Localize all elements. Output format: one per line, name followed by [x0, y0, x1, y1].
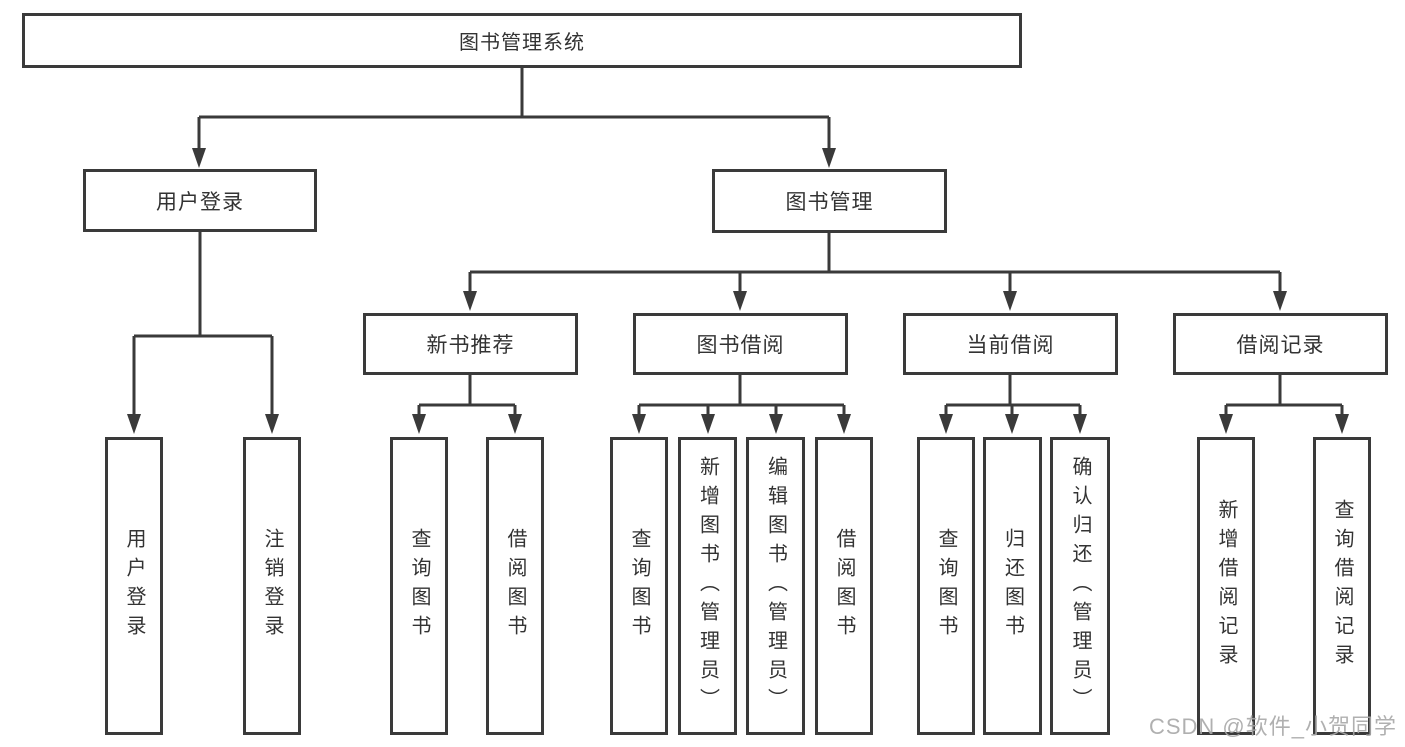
node-book-management-label: 图书管理 [785, 191, 874, 214]
leaf-query-borrow-record-label: 查询借阅记录 [1331, 499, 1353, 673]
arrow-icon [1219, 414, 1233, 434]
arrow-icon [1005, 414, 1019, 434]
arrow-icon [127, 414, 141, 434]
leaf-newbook-query-books: 查询图书 [390, 437, 448, 735]
leaf-user-login: 用户登录 [105, 437, 163, 735]
leaf-newbook-borrow-books: 借阅图书 [486, 437, 544, 735]
node-new-book-recommend: 新书推荐 [363, 313, 578, 375]
arrow-icon [463, 291, 477, 311]
arrow-icon [1273, 291, 1287, 311]
node-root: 图书管理系统 [22, 13, 1022, 68]
leaf-user-login-label: 用户登录 [123, 528, 145, 644]
connector-bookborrow-children [637, 375, 846, 416]
leaf-add-borrow-record: 新增借阅记录 [1197, 437, 1255, 735]
connector-root-to-level2 [197, 68, 831, 150]
arrow-icon [1335, 414, 1349, 434]
arrow-icon [769, 414, 783, 434]
arrow-icon [837, 414, 851, 434]
node-book-management: 图书管理 [712, 169, 947, 233]
connector-newbook-children [417, 375, 517, 416]
leaf-borrow-borrow-books-label: 借阅图书 [833, 528, 855, 644]
node-new-book-recommend-label: 新书推荐 [426, 334, 515, 357]
leaf-logout-label: 注销登录 [261, 528, 283, 644]
leaf-confirm-return-admin: 确认归还（管理员） [1050, 437, 1110, 735]
node-current-borrowing-label: 当前借阅 [966, 334, 1055, 357]
arrowheads [127, 148, 1349, 434]
leaf-borrow-borrow-books: 借阅图书 [815, 437, 873, 735]
node-borrowing-records: 借阅记录 [1173, 313, 1388, 375]
arrow-icon [822, 148, 836, 168]
leaf-add-borrow-record-label: 新增借阅记录 [1215, 499, 1237, 673]
node-user-login-label: 用户登录 [156, 190, 244, 214]
leaf-borrow-query-books: 查询图书 [610, 437, 668, 735]
arrow-icon [1003, 291, 1017, 311]
leaf-newbook-query-books-label: 查询图书 [408, 528, 430, 644]
arrow-icon [632, 414, 646, 434]
arrow-icon [1073, 414, 1087, 434]
leaf-newbook-borrow-books-label: 借阅图书 [504, 528, 526, 644]
node-user-login: 用户登录 [83, 169, 317, 232]
leaf-current-query-books: 查询图书 [917, 437, 975, 735]
leaf-current-query-books-label: 查询图书 [935, 528, 957, 644]
leaf-edit-books-admin: 编辑图书（管理员） [746, 437, 805, 735]
arrow-icon [508, 414, 522, 434]
node-book-borrowing: 图书借阅 [633, 313, 848, 375]
leaf-return-books-label: 归还图书 [1001, 528, 1024, 644]
leaf-add-books-admin-label: 新增图书（管理员） [696, 455, 719, 717]
leaf-add-books-admin: 新增图书（管理员） [678, 437, 737, 735]
node-book-borrowing-label: 图书借阅 [696, 334, 785, 357]
connector-current-children [944, 375, 1082, 416]
leaf-confirm-return-admin-label: 确认归还（管理员） [1069, 455, 1091, 717]
leaf-edit-books-admin-label: 编辑图书（管理员） [764, 455, 787, 717]
connector-bookmgmt-children [468, 233, 1282, 293]
node-borrowing-records-label: 借阅记录 [1236, 334, 1325, 357]
arrow-icon [701, 414, 715, 434]
node-root-label: 图书管理系统 [459, 32, 585, 54]
connector-userlogin-children [132, 232, 274, 416]
connector-records-children [1224, 375, 1344, 416]
leaf-borrow-query-books-label: 查询图书 [628, 528, 650, 644]
arrow-icon [733, 291, 747, 311]
arrow-icon [192, 148, 206, 168]
arrow-icon [939, 414, 953, 434]
leaf-return-books: 归还图书 [983, 437, 1042, 735]
leaf-query-borrow-record: 查询借阅记录 [1313, 437, 1371, 735]
arrow-icon [265, 414, 279, 434]
arrow-icon [412, 414, 426, 434]
leaf-logout: 注销登录 [243, 437, 301, 735]
node-current-borrowing: 当前借阅 [903, 313, 1118, 375]
